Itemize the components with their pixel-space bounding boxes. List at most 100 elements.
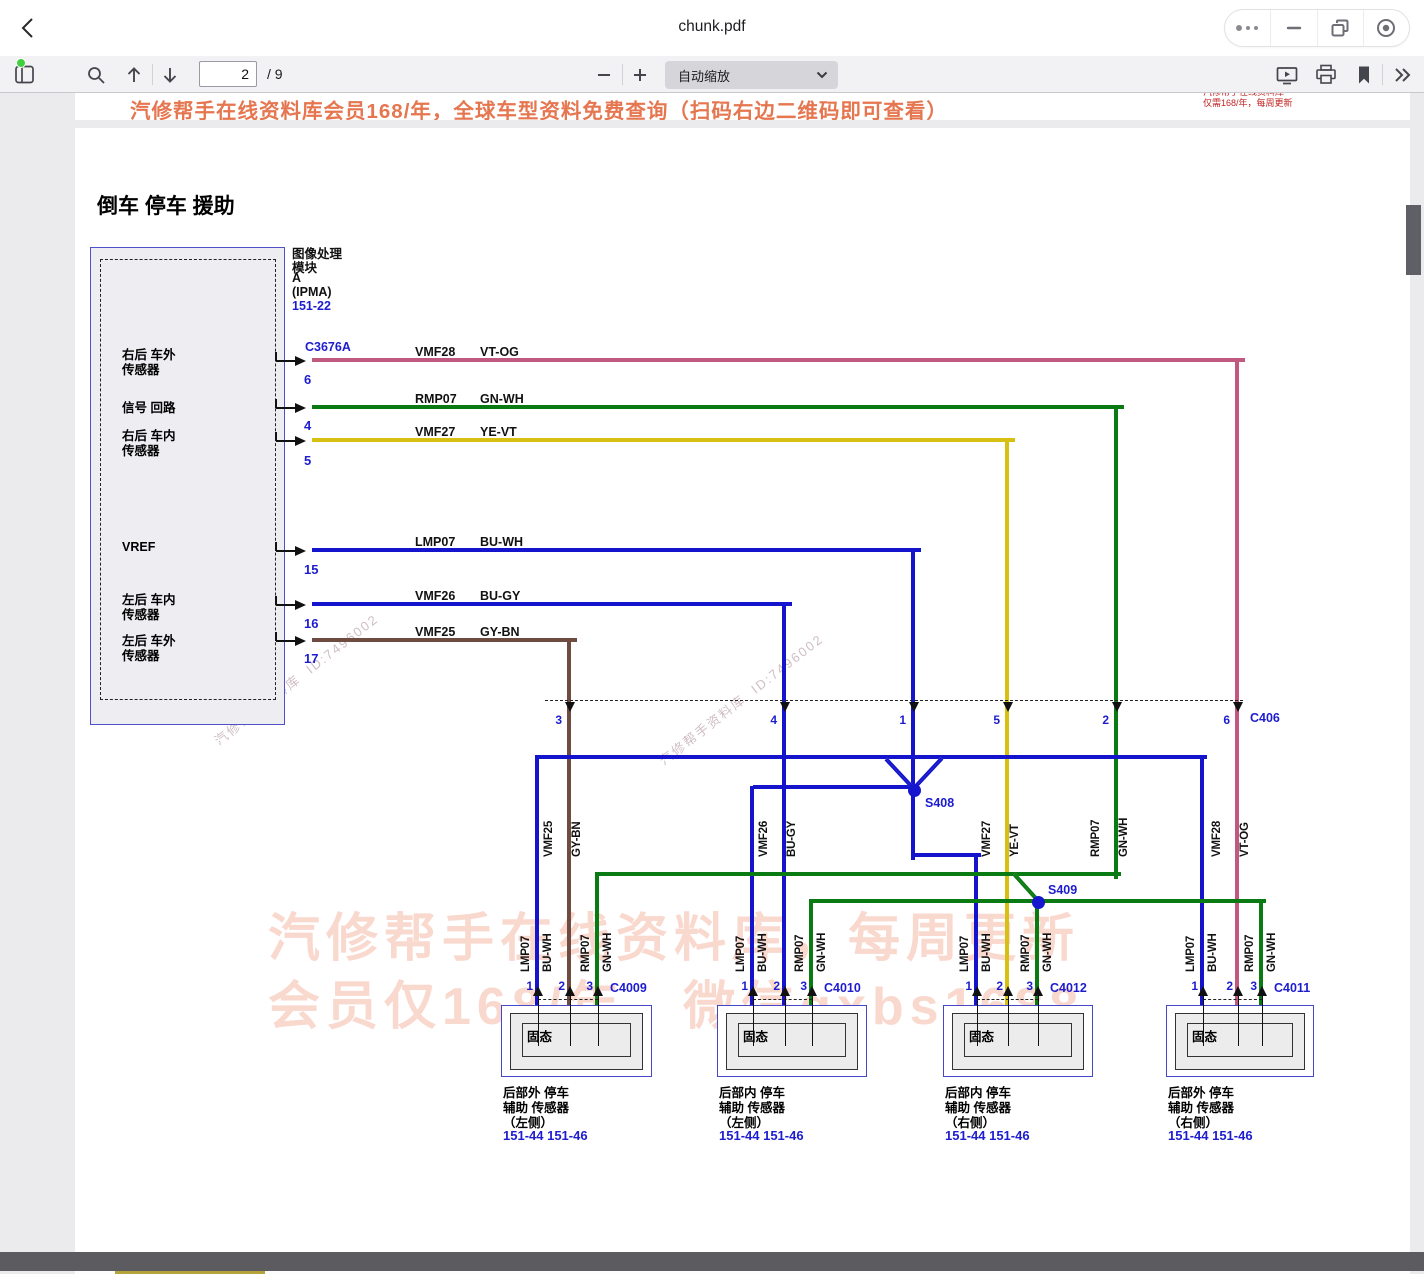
module-pin-label: VREF (122, 540, 156, 554)
bookmark-button[interactable] (1352, 56, 1376, 93)
wire-rotated-label: RMP07 (1244, 934, 1256, 972)
sensor-pin-arrow-icon (807, 986, 817, 996)
module-connector-label: C3676A (305, 340, 351, 354)
sensor-ref-label: 151-44 151-46 (945, 1128, 1030, 1143)
promo-banner-text: 汽修帮手在线资料库会员168/年，全球车型资料免费查询（扫码右边二维码即可查看） (130, 100, 948, 120)
minimize-icon (1286, 26, 1302, 30)
focus-mode-button[interactable] (1364, 10, 1409, 46)
vertical-scrollbar-thumb[interactable] (1406, 205, 1421, 275)
wire-circuit-label: VMF27 (415, 425, 456, 439)
presentation-mode-button[interactable] (1274, 56, 1300, 93)
wire-rotated-label: BU-GY (786, 820, 798, 857)
sensor-caption-line: 辅助 传感器 (945, 1101, 1011, 1115)
wire-segment (1259, 899, 1263, 1006)
more-tools-button[interactable] (1390, 56, 1416, 93)
wire-rotated-label: GN-WH (602, 932, 614, 972)
wire-rotated-label: GY-BN (571, 821, 583, 857)
wire-rotated-label: RMP07 (794, 934, 806, 972)
module-pin-arrow-icon (295, 436, 306, 446)
wire-segment (535, 755, 539, 1006)
wire-circuit-label: LMP07 (415, 535, 456, 549)
arrow-up-icon (127, 66, 141, 82)
module-name-line: 图像处理 (292, 247, 343, 261)
sensor-pin-dashed-line (753, 999, 812, 1000)
search-button[interactable] (84, 56, 108, 93)
wire-segment (974, 853, 978, 1006)
pdf-page-3-sliver (75, 1271, 1410, 1274)
wire-segment (1200, 755, 1204, 1006)
zoom-mode-select[interactable]: 自动缩放 (665, 61, 838, 89)
minimize-button[interactable] (1271, 10, 1318, 46)
sensor-pin-arrow-icon (1233, 986, 1243, 996)
wire-rotated-label: BU-WH (981, 933, 993, 972)
sensor-pin-number: 2 (1226, 979, 1233, 993)
sensor-caption-line: （右侧） (945, 1116, 996, 1130)
minus-icon (598, 73, 610, 76)
module-pin-arrow-icon (295, 403, 306, 413)
wire-color-label: GY-BN (480, 625, 520, 639)
sensor-caption-line: 后部内 停车 (719, 1086, 785, 1100)
module-pin-stub (276, 407, 300, 409)
wire-rotated-label: LMP07 (520, 935, 532, 972)
sensor-state-label: 固态 (743, 1030, 769, 1044)
toolbar-divider (152, 64, 153, 85)
module-pin-number: 15 (304, 562, 319, 577)
wire-rotated-label: VMF27 (981, 820, 993, 857)
module-pin-label: 右后 车内 传感器 (122, 429, 176, 458)
print-button[interactable] (1312, 56, 1340, 93)
sensor-pin-arrow-icon (1198, 986, 1208, 996)
sensor-connector-label: C4012 (1050, 981, 1087, 995)
wire-circuit-label: VMF26 (415, 589, 456, 603)
sensor-state-label: 固态 (1192, 1030, 1218, 1044)
module-box (90, 247, 285, 725)
more-options-button[interactable] (1225, 10, 1272, 46)
inline-connector-label: C406 (1250, 711, 1280, 725)
splice-label: S409 (1048, 883, 1078, 897)
previous-page-button[interactable] (122, 56, 146, 93)
wire-rotated-label: RMP07 (1020, 934, 1032, 972)
sensor-pin-dashed-line (538, 999, 598, 1000)
wire-segment (595, 872, 599, 1006)
sensor-caption-line: （左侧） (503, 1116, 554, 1130)
sensor-pin-number: 1 (965, 979, 972, 993)
presentation-icon (1276, 66, 1298, 84)
sensor-internal-wire (1238, 996, 1240, 1046)
module-pin-label: 左后 车外 传感器 (122, 634, 176, 663)
module-pin-number: 17 (304, 651, 319, 666)
module-inner-dashed-box (100, 259, 276, 700)
sensor-pin-dashed-line (1203, 999, 1262, 1000)
sensor-ref-label: 151-44 151-46 (719, 1128, 804, 1143)
wire-segment (567, 638, 571, 1006)
module-pin-stub (276, 604, 300, 606)
restore-window-button[interactable] (1318, 10, 1364, 46)
next-page-button[interactable] (158, 56, 182, 93)
back-button[interactable] (16, 15, 42, 41)
sensor-internal-wire (1038, 996, 1040, 1046)
sensor-connector-label: C4009 (610, 981, 647, 995)
wire-segment (312, 548, 921, 552)
page-gap (0, 1252, 1424, 1271)
inline-connector-pin-number: 5 (993, 713, 1000, 727)
restore-icon (1331, 19, 1349, 37)
sensor-inner-box (522, 1023, 631, 1057)
record-circle-icon (1377, 19, 1396, 37)
wire-color-label: GN-WH (480, 392, 524, 406)
splice-dot (1032, 896, 1045, 909)
wire-circuit-label: VMF25 (415, 625, 456, 639)
wire-rotated-label: VT-OG (1239, 822, 1251, 857)
wire-rotated-label: LMP07 (1185, 935, 1197, 972)
zoom-out-button[interactable] (592, 56, 616, 93)
sensor-pin-arrow-icon (1257, 986, 1267, 996)
module-pin-label: 信号 回路 (122, 401, 176, 415)
zoom-in-button[interactable] (628, 56, 652, 93)
page-number-input[interactable] (199, 61, 257, 87)
module-pin-number: 5 (304, 453, 312, 468)
wire-rotated-label: RMP07 (580, 934, 592, 972)
wire-segment (312, 405, 1124, 409)
sensor-caption-line: （左侧） (719, 1116, 770, 1130)
promo-note-line2: 仅需168/年，每周更新 (1203, 98, 1293, 108)
sensor-internal-wire (598, 996, 600, 1046)
module-pin-arrow-icon (295, 546, 306, 556)
inline-connector-pin-number: 1 (899, 713, 906, 727)
